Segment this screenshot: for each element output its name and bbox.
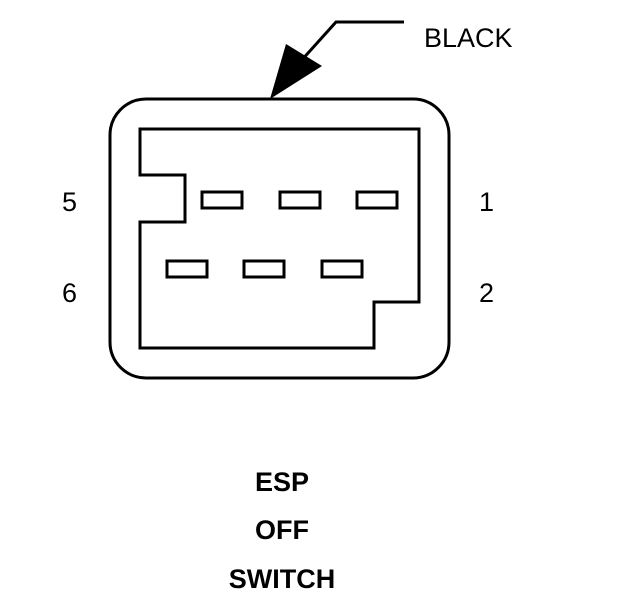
caption-line-3: SWITCH (229, 564, 335, 594)
leader-arrowhead-icon (270, 44, 322, 99)
connector-color-label: BLACK (424, 23, 513, 53)
caption-line-2: OFF (255, 515, 309, 545)
leader-line (298, 20, 404, 64)
pin-number-2: 2 (479, 278, 494, 308)
pin-number-6: 6 (62, 278, 77, 308)
terminal-slot (242, 259, 286, 279)
color-leader (270, 20, 404, 99)
terminal-slot (320, 259, 364, 279)
terminal-slot (355, 190, 399, 210)
pin-number-1: 1 (479, 187, 494, 217)
caption-line-1: ESP (255, 467, 309, 497)
terminal-slot (165, 259, 209, 279)
terminal-slot (278, 190, 322, 210)
pin-number-5: 5 (62, 187, 77, 217)
connector-cavity (138, 127, 421, 350)
terminal-slot (200, 190, 244, 210)
